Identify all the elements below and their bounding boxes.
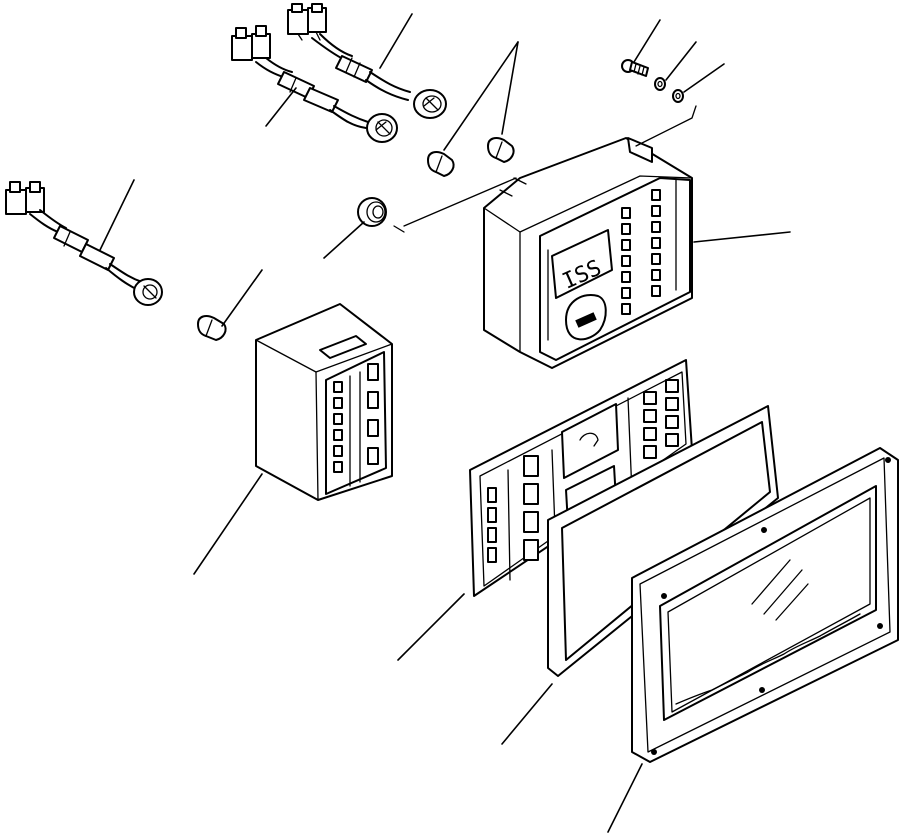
leader-face-plate (397, 593, 465, 661)
washer-b (672, 89, 684, 103)
wiring-harness-left (5, 181, 163, 306)
leader-bulb-left (221, 269, 263, 327)
indicator-column-a (621, 207, 631, 315)
leader-harness-middle (265, 87, 297, 127)
leader-bulbs-center-a (443, 41, 519, 151)
glass-reflection (751, 559, 809, 621)
screw (621, 59, 649, 77)
wiring-harness-upper (287, 3, 447, 119)
leader-main-housing (693, 231, 791, 243)
leader-bezel (607, 763, 643, 833)
leader-washer-a (665, 41, 697, 81)
leader-secondary-unit (193, 473, 263, 575)
bulb-center-a (427, 151, 455, 177)
leader-grommet (323, 221, 365, 259)
washer-a (654, 77, 666, 91)
wiring-harness-middle (231, 25, 398, 143)
leader-gasket (501, 683, 553, 745)
bulb-left (197, 315, 227, 341)
main-instrument-housing: ISS (483, 137, 693, 369)
leader-bulbs-center-b (501, 41, 519, 135)
leader-harness-upper (379, 13, 413, 69)
bulb-center-b (487, 137, 515, 163)
leader-harness-left (99, 179, 135, 251)
callout-leaders (99, 13, 791, 833)
leader-screw (633, 19, 661, 63)
assembly-guide-lines (393, 105, 697, 233)
secondary-unit (255, 303, 393, 501)
leader-washer-b (683, 63, 725, 93)
bezel-frame (631, 447, 899, 763)
face-plate-indicators (487, 379, 679, 563)
grommet (357, 197, 387, 227)
indicator-column-b (651, 189, 661, 297)
secondary-indicators (333, 363, 379, 473)
